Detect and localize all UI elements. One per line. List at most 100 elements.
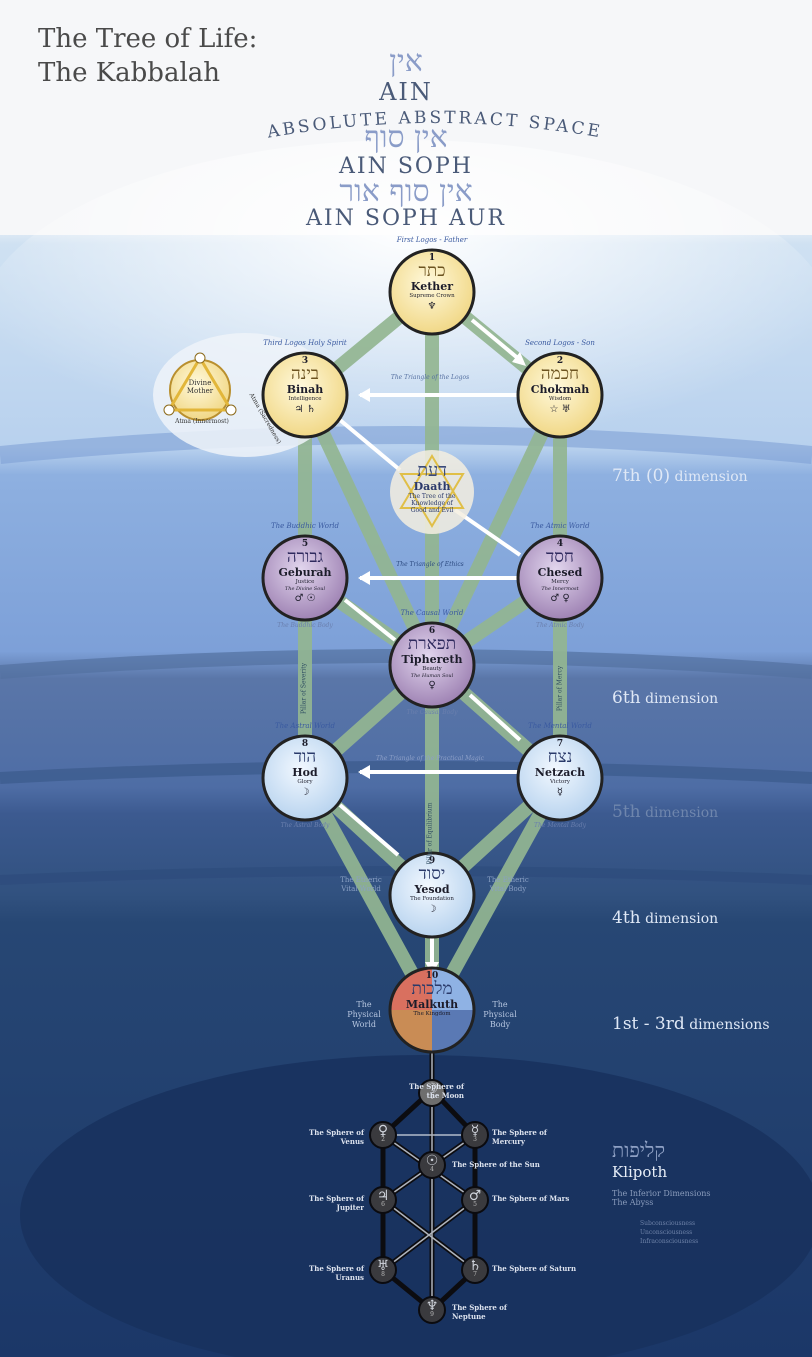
sephira-meaning: Victory <box>550 779 570 785</box>
path-label-ethics: The Triangle of Ethics <box>396 561 464 568</box>
divine-mother-label: Divine Mother <box>186 379 214 395</box>
klipoth-name: Klipoth <box>612 1163 668 1181</box>
daath-name: Daath <box>413 480 451 493</box>
sephira-sub: The Human Soul <box>410 672 454 679</box>
klipoth-sphere-label: The Sphere of Saturn <box>492 1264 577 1273</box>
dimension-7: 7th (0) dimension <box>612 466 748 486</box>
klipoth-list-item: Subconsciousness <box>640 1220 696 1227</box>
klipoth-list-item: Infraconsciousness <box>640 1238 699 1245</box>
sephira-circle-9 <box>388 851 476 939</box>
sephira-number: 10 <box>425 971 439 981</box>
sephira-symbols: ♀ <box>428 679 436 691</box>
daath-meaning: The Tree of the Knowledge of Good and Ev… <box>408 493 456 514</box>
sephira-number: 7 <box>556 739 564 749</box>
sephira-name: Binah <box>286 383 324 396</box>
klipoth-sphere-number: 9 <box>430 1311 434 1318</box>
sephira-arc-label: Third Logos Holy Spirit <box>263 339 347 347</box>
sephira-number: 1 <box>428 253 436 263</box>
klipoth-sphere-label: The Sphere of Neptune <box>452 1303 507 1321</box>
sephira-meaning: The Foundation <box>410 896 454 902</box>
sephira-symbols: ☆ ♅ <box>549 403 571 415</box>
sephira-meaning: Justice <box>295 579 315 585</box>
physical-world-label: The Physical World <box>347 1000 381 1029</box>
sephira-number: 2 <box>556 356 564 366</box>
sephira-circle-8 <box>261 734 349 822</box>
klipoth-sphere-number: 7 <box>473 1271 477 1278</box>
sephira-bottom-label: The Buddhic Body <box>277 622 333 629</box>
klipoth-sphere-label: The Sphere of Uranus <box>309 1264 364 1282</box>
klipoth-hebrew: קליפות <box>612 1138 666 1162</box>
ain-hebrew: אין <box>389 44 423 79</box>
klipoth-sphere-label: The Sphere of Mars <box>492 1194 570 1203</box>
sephira-name: Chesed <box>537 566 583 579</box>
sephira-symbols: ♂ ☉ <box>294 592 316 604</box>
klipoth-sphere-symbol: ☽ <box>425 1081 439 1097</box>
klipoth-sub-1: The Inferior Dimensions <box>612 1189 711 1198</box>
malkuth-quadrant-fire <box>390 968 432 1010</box>
klipoth-sphere-circle <box>369 1186 397 1214</box>
klipoth-sphere-label: The Sphere of Jupiter <box>309 1194 364 1212</box>
sephira-hebrew: הוד <box>293 747 317 767</box>
sephira-name: Yesod <box>414 883 450 896</box>
poster-title-line-2: The Kabbalah <box>38 58 221 88</box>
sephira-meaning: Beauty <box>422 666 442 672</box>
sephira-name: Chokmah <box>530 383 590 396</box>
sephira-name: Geburah <box>278 566 332 579</box>
sephira-name: Netzach <box>534 766 586 779</box>
klipoth-block: קליפות Klipoth The Inferior Dimensions T… <box>612 1138 711 1246</box>
sephira-number: 6 <box>428 626 436 636</box>
klipoth-list-item: Unconsciousness <box>640 1229 693 1236</box>
sephira-number: 8 <box>301 739 309 749</box>
sephira-bottom-label: The Mental Body <box>534 822 586 829</box>
klipoth-sphere-label: The Sphere of the Moon <box>409 1082 464 1100</box>
klipoth-sphere-number: 4 <box>430 1166 434 1173</box>
sephira-hebrew: חסד <box>546 547 574 567</box>
sephira-arc-label: The Buddhic World <box>270 522 340 530</box>
klipoth-sphere-circle <box>369 1121 397 1149</box>
klipoth-sphere-symbol: ♄ <box>468 1258 482 1274</box>
sephira-circle-2 <box>516 351 604 439</box>
klipoth-sphere-symbol: ♅ <box>376 1258 390 1274</box>
sephira-arc-label: First Logos - Father <box>396 236 468 244</box>
klipoth-sphere-circle <box>461 1121 489 1149</box>
sephira-circle-5 <box>261 534 349 622</box>
klipoth-sphere-number: 2 <box>381 1136 385 1143</box>
klipoth-sphere-symbol: ☉ <box>425 1153 439 1169</box>
ain-soph-hebrew: אין סוף <box>364 120 448 155</box>
sephira-number: 9 <box>428 856 436 866</box>
sephira-arc-label: The Atmic World <box>530 522 590 530</box>
klipoth-sphere-symbol: ♆ <box>425 1298 439 1314</box>
klipoth-sphere-symbol: ♃ <box>376 1188 390 1204</box>
sephira-number: 4 <box>556 539 564 549</box>
ain-subtitle-arc: ABSOLUTE ABSTRACT SPACE <box>265 108 601 143</box>
daath-hebrew: דעת <box>417 460 447 481</box>
sephira-hebrew: כתר <box>418 261 446 281</box>
sephira-arc-label: The Mental World <box>528 722 592 730</box>
sephira-circle-3 <box>261 351 349 439</box>
sephira-symbols: ♃ ♄ <box>294 403 316 415</box>
sephira-hebrew: גבורה <box>286 547 324 567</box>
atma-label: Atma (Innermost) <box>175 418 229 425</box>
klipoth-sphere-circle <box>369 1256 397 1284</box>
sephira-meaning: Intelligence <box>288 396 322 402</box>
sephira-arc-label: Second Logos - Son <box>525 339 595 347</box>
ain-soph-aur-label: AIN SOPH AUR <box>306 206 506 231</box>
klipoth-sphere-symbol: ☿ <box>470 1123 480 1139</box>
sephira-number: 3 <box>301 356 309 366</box>
daath-node: דעת Daath The Tree of the Knowledge of G… <box>392 460 472 515</box>
klipoth-sphere-number: 3 <box>473 1136 477 1143</box>
sephira-sub: The Divine Soul <box>284 585 326 592</box>
klipoth-sphere-label: The Sphere of Mercury <box>492 1128 547 1146</box>
malkuth-quadrant-water <box>432 1010 474 1052</box>
sephira-meaning: Supreme Crown <box>409 293 455 299</box>
path-label-magic: The Triangle of the Practical Magic <box>375 755 485 762</box>
sephira-hebrew: תפארת <box>407 634 457 654</box>
